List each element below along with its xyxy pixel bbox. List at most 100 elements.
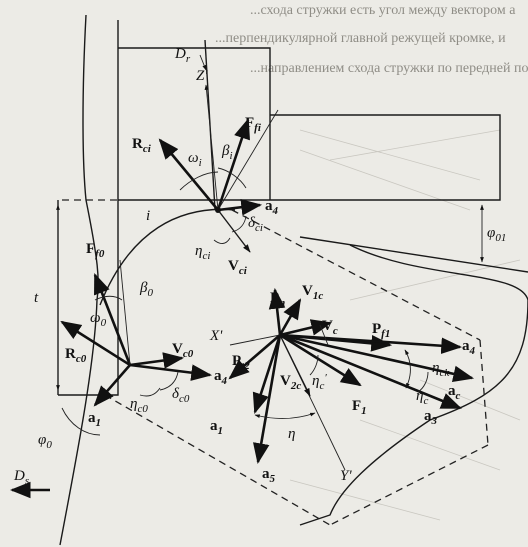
a3-vector <box>279 333 462 410</box>
label-Yp: Y' <box>340 468 352 484</box>
tool-outline <box>57 14 528 546</box>
label-delta-ci: δci <box>248 215 263 234</box>
label-a1-left: a1 <box>88 410 101 429</box>
Zp-axis <box>204 84 219 211</box>
delta-c0-arc <box>159 371 179 391</box>
label-Zp: Z' <box>196 68 208 84</box>
Rci-vector <box>158 138 220 211</box>
label-beta-i: βi <box>221 143 233 162</box>
label-Pt2: Pt2 <box>232 353 250 372</box>
left-vectors <box>9 259 213 499</box>
label-ac: ac <box>448 383 461 402</box>
Dr-arrow <box>199 54 207 71</box>
label-omega-i: ωi <box>188 150 202 169</box>
tool-top-box <box>118 47 271 200</box>
omega0-arc <box>94 295 123 301</box>
Xp-axis <box>229 334 281 346</box>
label-Rci: Rci <box>132 136 152 155</box>
V1c-vector <box>278 298 302 336</box>
label-a3: a3 <box>424 408 438 427</box>
label-a4-right: a4 <box>462 338 476 357</box>
label-eta-ci: ηci <box>195 243 210 262</box>
label-eta-ck: ηck <box>432 360 450 379</box>
a4-left-vector <box>129 363 213 381</box>
chip-dashed-top <box>231 209 481 341</box>
label-eta-c0: ηc0 <box>130 396 148 415</box>
right-vectors <box>228 287 475 471</box>
chip-dashed-right <box>479 339 489 446</box>
a4-top-vector <box>217 198 263 216</box>
Vc0-vector <box>129 352 185 369</box>
background-line-1: ...схода стружки есть угол между векторо… <box>250 3 516 18</box>
Pt2-vector <box>228 334 281 380</box>
eta-ci-arc <box>213 237 231 244</box>
label-Vc0: Vc0 <box>172 341 194 360</box>
eta-arc <box>254 412 316 419</box>
label-phi01: φ01 <box>487 225 506 244</box>
ac-vector <box>279 333 475 383</box>
label-Pf1: Pf1 <box>372 321 390 340</box>
left-lower-curve <box>59 299 98 546</box>
label-i: i <box>146 208 150 224</box>
chip-region <box>104 209 489 526</box>
label-F1: F1 <box>352 398 367 417</box>
label-Dr: Dr <box>174 46 191 65</box>
label-a4-left: a4 <box>214 368 228 387</box>
label-phi0: φ0 <box>38 432 52 451</box>
background-line-3: ...направлением схода стружки по передне… <box>250 61 528 76</box>
chip-dashed-bottom <box>329 444 489 526</box>
label-Vci: Vci <box>228 258 248 277</box>
label-t: t <box>34 290 39 306</box>
eta-c-prime-arc <box>309 354 319 376</box>
background-line-2: ...перпендикулярной главной режущей кром… <box>215 31 506 46</box>
Pn-vector <box>268 287 286 336</box>
point-i <box>215 207 221 213</box>
Ff0-vector <box>93 273 132 366</box>
label-a5: a5 <box>262 466 276 485</box>
workpiece-outline <box>299 244 528 526</box>
label-omega0: ω0 <box>90 310 107 329</box>
eta-c0-arc <box>139 387 161 397</box>
label-Rc0: Rc0 <box>65 346 87 365</box>
label-Xp: X' <box>209 328 223 344</box>
right-tangent-line <box>299 236 528 273</box>
label-V1c: V1c <box>302 283 323 302</box>
F1-vector <box>279 333 362 387</box>
omega-beta-arcs <box>179 167 247 191</box>
label-beta0: β0 <box>139 280 153 299</box>
label-Pn: Pn <box>270 290 285 309</box>
label-Ff0: Ff0 <box>86 241 105 260</box>
label-V2c: V2c <box>280 373 301 392</box>
label-eta: η <box>288 426 295 442</box>
a1-right-vector <box>252 334 282 414</box>
label-Ds: Ds <box>13 468 29 487</box>
Ffi-vector <box>216 118 250 211</box>
background-text: ...схода стружки есть угол между векторо… <box>215 3 528 76</box>
Vc-tick <box>319 324 329 346</box>
label-a4-top: a4 <box>265 198 279 217</box>
faint-background-lines <box>289 129 521 521</box>
Vc-vector <box>279 319 333 337</box>
label-eta-c: ηc <box>416 388 428 407</box>
V2c-vector <box>279 334 311 397</box>
beta0-ray <box>119 259 131 366</box>
upper-ray <box>217 109 279 211</box>
Rc0-vector <box>60 320 131 367</box>
a5-vector <box>252 334 282 465</box>
upper-vectors <box>158 39 279 253</box>
chip-dashed-left <box>104 394 331 526</box>
phi0-arc <box>61 407 101 436</box>
label-eta-c-prime: ηc′ <box>312 372 327 392</box>
label-Vc: Vc <box>322 318 338 337</box>
eta-c-arc <box>417 371 429 393</box>
label-Ffi: Ffi <box>245 115 262 134</box>
a1-left-vector <box>93 364 131 407</box>
delta-ci-arc <box>231 215 247 233</box>
lower-left-block <box>58 200 119 396</box>
label-delta-c0: δc0 <box>172 386 190 405</box>
labels: Dr Z' Ffi Rci ωi βi i a4 δci ηci Vci φ01… <box>13 46 506 487</box>
cutting-edge-curve <box>99 208 236 306</box>
a4-right-vector <box>279 333 463 355</box>
